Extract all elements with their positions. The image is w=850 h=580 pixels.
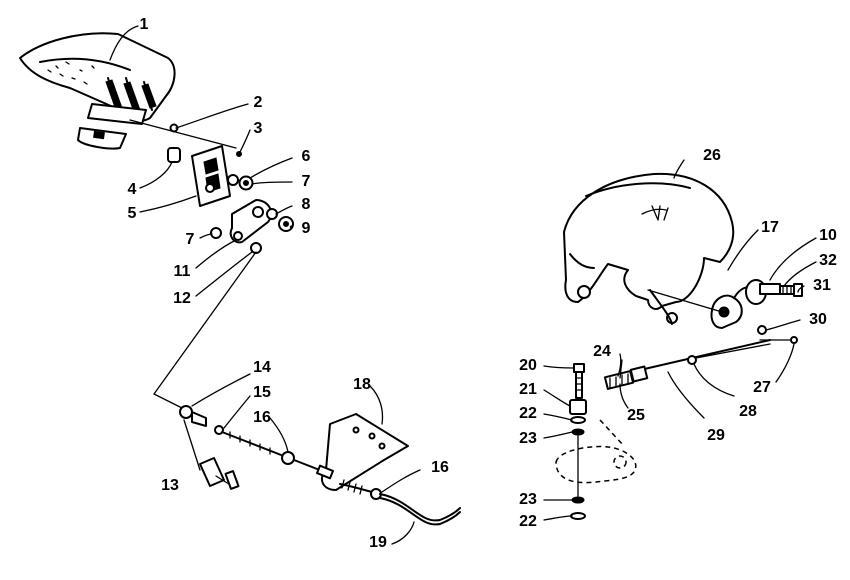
callout-12: 12 (173, 290, 191, 307)
washer-22a (570, 416, 586, 424)
bolt-20 (573, 363, 585, 399)
washer-22b (570, 512, 586, 520)
callout-20: 20 (519, 357, 537, 374)
callout-21: 21 (519, 381, 537, 398)
callout-7-lower: 7 (185, 231, 195, 248)
nut-16a (281, 451, 295, 465)
callout-8: 8 (301, 196, 311, 213)
callout-10: 10 (819, 227, 837, 244)
callout-30: 30 (809, 311, 827, 328)
callout-27: 27 (753, 379, 771, 396)
callout-5: 5 (127, 205, 137, 222)
mounting-plate (191, 145, 231, 207)
washer-23b (571, 496, 585, 504)
rod-threads (229, 431, 271, 455)
spacer-21 (569, 399, 587, 415)
linkage-line (153, 251, 257, 411)
retaining-ring (236, 151, 242, 157)
callout-26: 26 (703, 147, 721, 164)
sleeve-32 (759, 283, 781, 295)
pivot-pin (129, 119, 237, 149)
callout-25: 25 (627, 407, 645, 424)
callout-15: 15 (253, 384, 271, 401)
cable-24 (603, 339, 771, 390)
callout-22-upper: 22 (519, 405, 537, 422)
throttle-lever-arm (77, 103, 147, 150)
nut-7 (210, 227, 222, 239)
callout-13: 13 (161, 477, 179, 494)
leader-lines (109, 25, 817, 545)
callout-23-upper: 23 (519, 430, 537, 447)
callout-3: 3 (253, 120, 263, 137)
callout-32: 32 (819, 252, 837, 269)
callout-22-lower: 22 (519, 513, 537, 530)
nut-30 (757, 325, 767, 335)
washer-23a (571, 428, 585, 436)
callout-19: 19 (369, 534, 387, 551)
callout-31: 31 (813, 277, 831, 294)
callout-11: 11 (173, 263, 191, 280)
callout-4: 4 (127, 181, 137, 198)
bushing (167, 147, 181, 163)
callout-2: 2 (253, 94, 263, 111)
callout-28: 28 (739, 403, 757, 420)
callout-16-lower: 16 (431, 459, 449, 476)
callout-14: 14 (253, 359, 271, 376)
callout-29: 29 (707, 427, 725, 444)
callout-9: 9 (301, 220, 311, 237)
callout-24: 24 (593, 343, 611, 360)
cable-bracket (320, 413, 409, 491)
callout-23-lower: 23 (519, 491, 537, 508)
callout-16-upper: 16 (253, 409, 271, 426)
callout-18: 18 (353, 376, 371, 393)
cam-lever (229, 199, 273, 244)
washer-nut-stack-6-7 (227, 174, 254, 191)
cable-clamp (179, 405, 207, 471)
cable-rod (221, 431, 331, 475)
callout-6: 6 (301, 148, 311, 165)
bolt-13 (199, 457, 240, 490)
mount-bracket-dashed (555, 419, 637, 484)
callout-7-upper: 7 (301, 173, 311, 190)
cable-end-27 (759, 336, 798, 344)
cover-housing (563, 172, 735, 325)
callout-17: 17 (761, 219, 779, 236)
throttle-cable (316, 464, 461, 526)
callout-1: 1 (139, 16, 149, 33)
